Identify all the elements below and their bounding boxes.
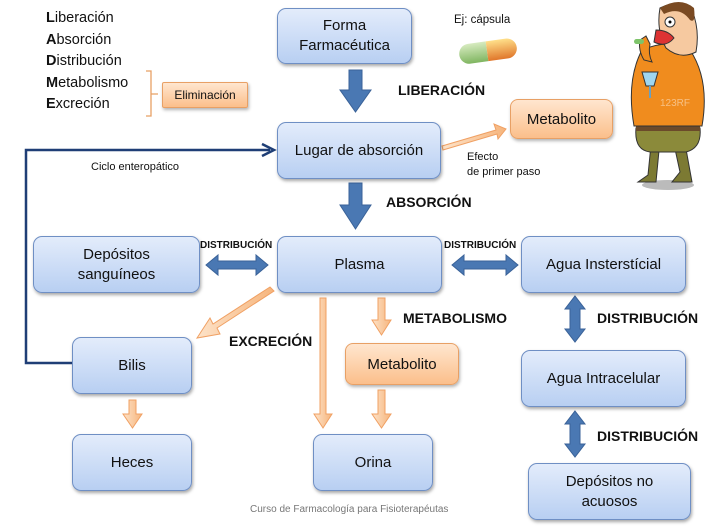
- absorcion-arrow: [339, 182, 372, 230]
- node-depositos-no-acuosos: Depósitos no acuosos: [528, 463, 691, 520]
- distribution-arrow-left: [205, 253, 269, 277]
- capsule-icon: [459, 38, 517, 64]
- bilis-heces-arrow: [122, 399, 143, 429]
- distribucion-right-label: DISTRIBUCIÓN: [444, 240, 517, 251]
- distribution-arrow-vertical-1: [563, 295, 587, 343]
- man-taking-pill-illustration: 123RF: [630, 2, 705, 190]
- ladme-list: Liberación Absorción Distribución Metabo…: [46, 8, 128, 116]
- distribution-arrow-vertical-2: [563, 410, 587, 458]
- efecto-line-2: de primer paso: [467, 166, 541, 178]
- elimination-bracket: [146, 70, 158, 117]
- efecto-primer-paso-label: Efecto de primer paso: [467, 150, 540, 180]
- distribucion-vertical-1-label: DISTRIBUCIÓN: [597, 310, 699, 326]
- distribution-arrow-right: [451, 253, 519, 277]
- elimination-box: Eliminación: [162, 82, 248, 108]
- plasma-orina-arrow: [313, 297, 333, 429]
- footer-text: Curso de Farmacología para Fisioterapéut…: [250, 504, 449, 515]
- ladme-item: Excreción: [46, 96, 110, 112]
- ladme-item: Liberación: [46, 10, 114, 26]
- node-agua-intersticial: Agua Insterstícial: [521, 236, 686, 293]
- ciclo-enteropatico-label: Ciclo enteropático: [91, 161, 180, 173]
- excrecion-arrow: [195, 286, 275, 339]
- node-metabolito-top: Metabolito: [510, 99, 613, 139]
- ladme-item: Distribución: [46, 53, 122, 69]
- first-pass-arrow: [441, 123, 507, 151]
- liberacion-label: LIBERACIÓN: [398, 82, 486, 98]
- metabolismo-label: METABOLISMO: [403, 310, 507, 326]
- node-heces: Heces: [72, 434, 192, 491]
- metabolito-orina-arrow: [371, 389, 392, 429]
- ladme-item: Absorción: [46, 31, 112, 48]
- node-bilis: Bilis: [72, 337, 192, 394]
- node-lugar-de-absorcion: Lugar de absorción: [277, 122, 441, 179]
- metabolismo-arrow: [371, 297, 392, 336]
- ladme-item: Metabolismo: [46, 74, 129, 91]
- enterohepatic-cycle-line: [24, 148, 270, 365]
- enterohepatic-arrowhead: [261, 142, 277, 158]
- watermark-text: 123RF: [660, 98, 690, 109]
- node-forma-farmaceutica: Forma Farmacéutica: [277, 8, 412, 64]
- node-depositos-sanguineos: Depósitos sanguíneos: [33, 236, 200, 293]
- node-plasma: Plasma: [277, 236, 442, 293]
- liberacion-arrow: [339, 69, 372, 113]
- node-orina: Orina: [313, 434, 433, 491]
- excrecion-label: EXCRECIÓN: [229, 333, 313, 349]
- distribucion-left-label: DISTRIBUCIÓN: [200, 240, 273, 251]
- node-metabolito-mid: Metabolito: [345, 343, 459, 385]
- efecto-line-1: Efecto: [467, 151, 499, 163]
- node-agua-intracelular: Agua Intracelular: [521, 350, 686, 407]
- distribucion-vertical-2-label: DISTRIBUCIÓN: [597, 428, 699, 444]
- absorcion-label: ABSORCIÓN: [386, 194, 472, 210]
- capsule-example-label: Ej: cápsula: [454, 14, 511, 26]
